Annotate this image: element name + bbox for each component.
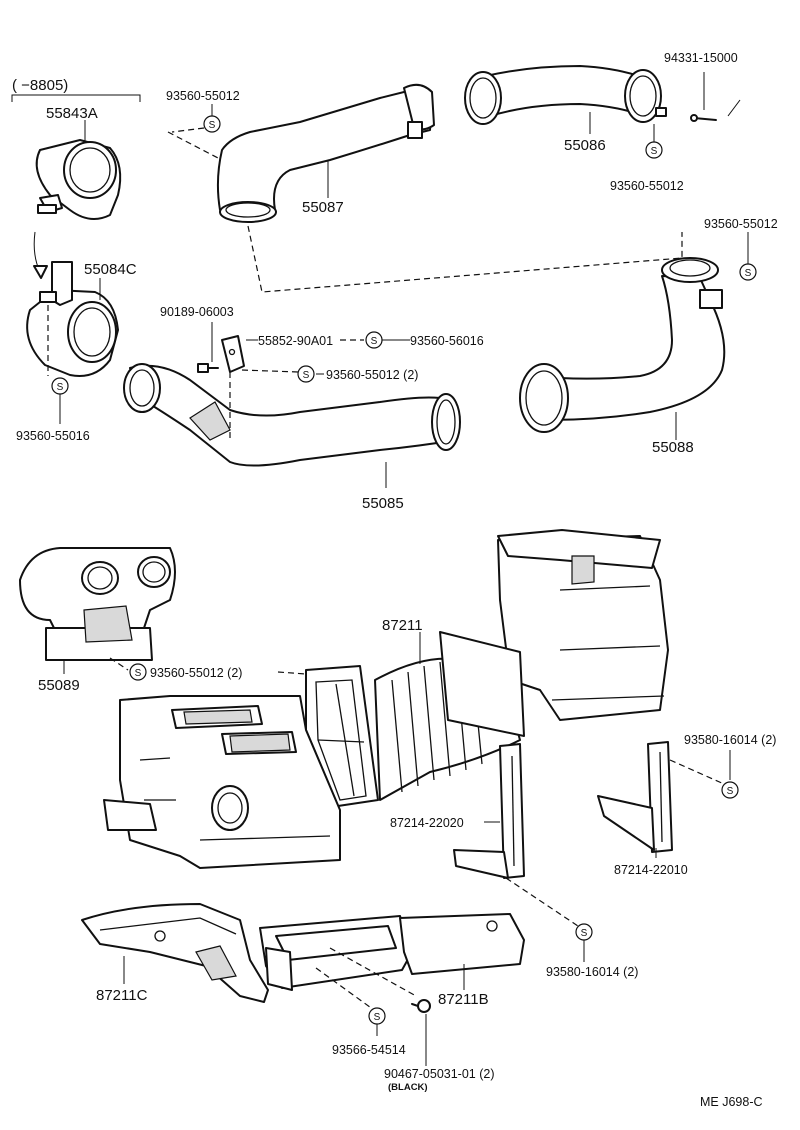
s-marker-3: S (739, 263, 757, 281)
label-55084C: 55084C (84, 261, 137, 278)
label-55086: 55086 (564, 137, 606, 154)
part-55089 (19, 547, 176, 661)
svg-text:S: S (581, 928, 588, 939)
part-55086 (464, 65, 667, 125)
part-87211B (259, 913, 525, 991)
svg-text:S: S (135, 668, 142, 679)
label-93566-54514: 93566-54514 (332, 1043, 406, 1057)
part-90189-06003 (197, 363, 219, 373)
part-55088 (519, 257, 726, 433)
label-93560-55012-e: 93560-55012 (2) (150, 666, 242, 680)
part-87214-22020 (453, 743, 525, 879)
label-93560-55012-c: 93560-55012 (704, 217, 778, 231)
part-87211 (103, 529, 669, 869)
svg-text:S: S (371, 336, 378, 347)
svg-text:S: S (651, 146, 658, 157)
label-90467-05031-01: 90467-05031-01 (2) (384, 1067, 495, 1081)
part-90467-05031-01 (411, 999, 431, 1013)
label-93560-55016: 93560-55016 (16, 429, 90, 443)
s-marker-2: S (645, 141, 663, 159)
part-94331-15000 (690, 114, 717, 122)
label-55088: 55088 (652, 439, 694, 456)
label-93560-55012-d: 93560-55012 (2) (326, 368, 418, 382)
label-93580-16014-a: 93580-16014 (2) (684, 733, 776, 747)
label-87211B: 87211B (438, 991, 489, 1008)
part-55085 (123, 363, 461, 467)
label-94331-15000: 94331-15000 (664, 51, 738, 65)
s-marker-7: S (129, 663, 147, 681)
label-93580-16014-b: 93580-16014 (2) (546, 965, 638, 979)
s-marker-6: S (51, 377, 69, 395)
s-marker-8: S (721, 781, 739, 799)
label-55843A: 55843A (46, 105, 98, 122)
label-black-note: (BLACK) (388, 1082, 428, 1093)
svg-text:S: S (374, 1012, 381, 1023)
s-marker-10: S (368, 1007, 386, 1025)
label-87214-22020: 87214-22020 (390, 816, 464, 830)
svg-text:S: S (727, 786, 734, 797)
label-90189-06003: 90189-06003 (160, 305, 234, 319)
label-93560-56016: 93560-56016 (410, 334, 484, 348)
label-87214-22010: 87214-22010 (614, 863, 688, 877)
part-55843A (35, 139, 122, 220)
s-marker-5: S (297, 365, 315, 383)
label-bracket-note: ( −8805) (12, 77, 68, 94)
s-marker-4: S (365, 331, 383, 349)
svg-text:S: S (57, 382, 64, 393)
label-55852-90A01: 55852-90A01 (258, 334, 333, 348)
label-55089: 55089 (38, 677, 80, 694)
label-87211C: 87211C (96, 987, 148, 1004)
label-93560-55012-a: 93560-55012 (166, 89, 240, 103)
label-93560-55012-b: 93560-55012 (610, 179, 684, 193)
svg-text:S: S (745, 268, 752, 279)
part-55852-90A01 (221, 335, 245, 373)
label-55085: 55085 (362, 495, 404, 512)
part-55087 (216, 83, 435, 223)
svg-text:S: S (209, 120, 216, 131)
part-87211C (81, 903, 269, 1003)
s-marker-1: S (203, 115, 221, 133)
s-marker-9: S (575, 923, 593, 941)
part-55084C (26, 261, 119, 377)
footer-code: ME J698-C (700, 1095, 763, 1109)
label-87211: 87211 (382, 617, 423, 634)
bracket-line (11, 94, 141, 102)
part-87214-22010 (597, 741, 673, 853)
label-55087: 55087 (302, 199, 344, 216)
svg-text:S: S (303, 370, 310, 381)
